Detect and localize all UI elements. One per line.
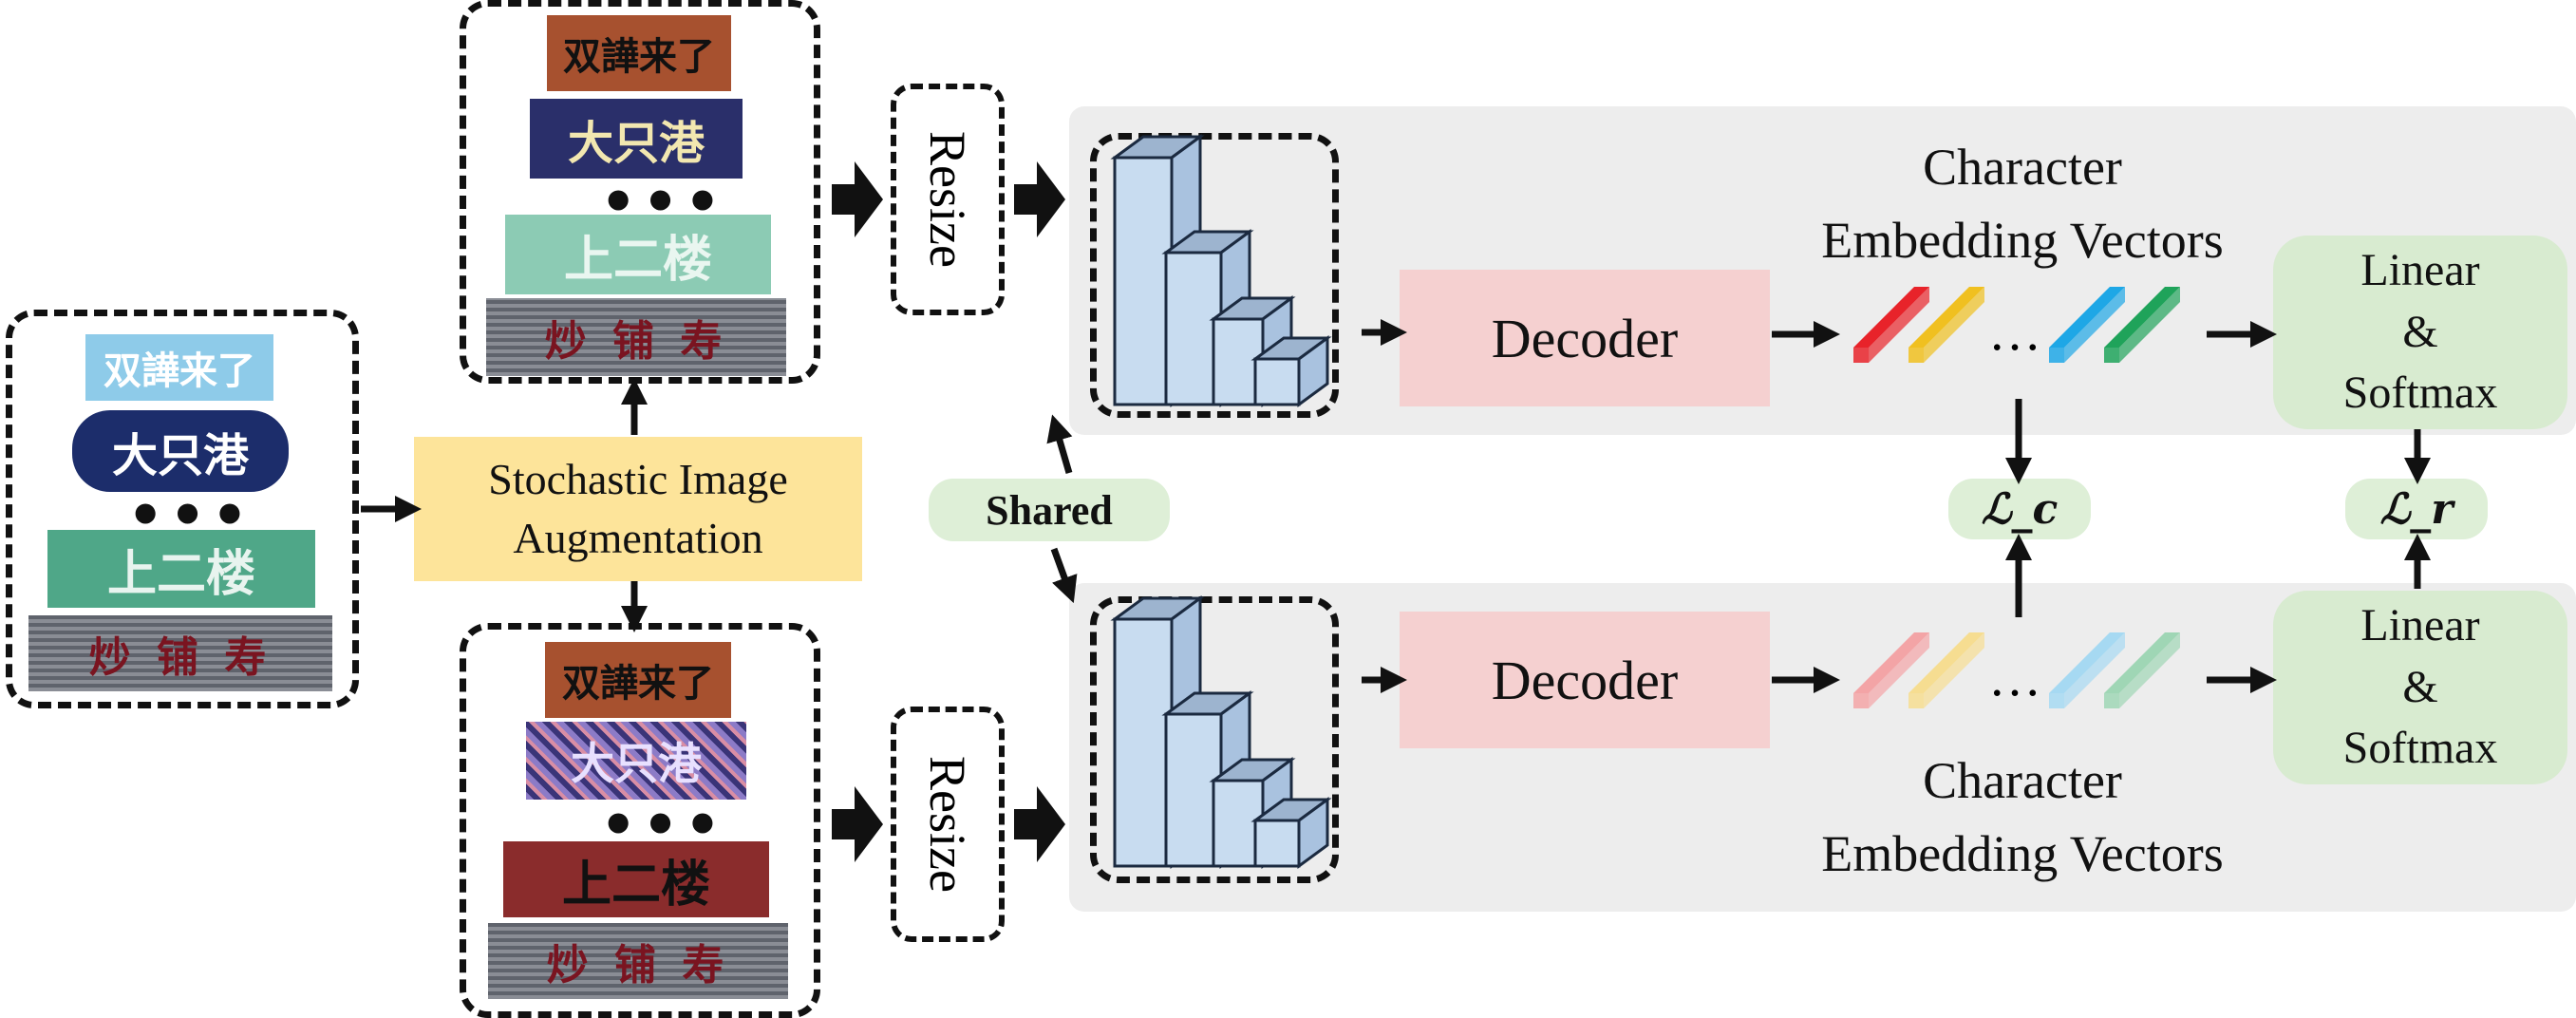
- aug-bottom-image-2: 大只港: [526, 722, 746, 800]
- shared-label: Shared: [929, 479, 1170, 541]
- recognition-loss-label: ℒ_r: [2345, 479, 2488, 539]
- encoder-block: [1250, 335, 1332, 407]
- aug-top-image-4: 炒 铺 寿: [486, 298, 786, 376]
- embedding-vector: [2104, 287, 2180, 363]
- embedding-vector: [1853, 287, 1929, 363]
- linear-softmax-head-top: Linear & Softmax: [2273, 236, 2567, 429]
- embedding-vector: [2049, 287, 2125, 363]
- linear-softmax-head-bottom: Linear & Softmax: [2273, 591, 2567, 784]
- embedding-vector: [1908, 632, 1984, 708]
- embedding-vectors-top: [1853, 287, 2180, 363]
- embedding-vector: [2104, 632, 2180, 708]
- bold-arrow-to-resize-bottom: [832, 786, 883, 862]
- embedding-caption-top: Character Embedding Vectors: [1821, 139, 2224, 269]
- aug-top-image-2: 大只港: [530, 99, 743, 179]
- encoder-bottom-frame: [1090, 596, 1339, 883]
- aug-bottom-image-4: 炒 铺 寿: [488, 923, 788, 999]
- resize-box-top: Resize: [891, 84, 1005, 315]
- resize-box-bottom: Resize: [891, 707, 1005, 942]
- decoder-top: Decoder: [1400, 270, 1770, 406]
- encoder-bottom-icon: [1110, 595, 1332, 869]
- bold-arrow-resize-to-encoder-top: [1014, 161, 1065, 237]
- sample-image-3: 上二楼: [47, 530, 315, 608]
- aug-bottom-image-1: 双譁来了: [545, 642, 731, 718]
- embedding-caption-bottom: Character Embedding Vectors: [1821, 752, 2224, 882]
- embedding-ellipsis-top: …: [1988, 303, 2041, 362]
- aug-bottom-image-3: 上二楼: [503, 841, 769, 917]
- encoder-block: [1110, 595, 1205, 869]
- bold-arrow-resize-to-encoder-bottom: [1014, 786, 1065, 862]
- encoder-top-frame: [1090, 133, 1339, 418]
- bold-arrow-to-resize-top: [832, 161, 883, 237]
- aug-top-image-1: 双譁来了: [547, 15, 731, 91]
- contrastive-loss-label: ℒ_c: [1948, 479, 2091, 539]
- decoder-bottom: Decoder: [1400, 612, 1770, 748]
- stochastic-image-augmentation-box: Stochastic Image Augmentation: [414, 437, 862, 581]
- encoder-top-icon: [1110, 134, 1332, 407]
- embedding-ellipsis-bottom: …: [1988, 649, 2041, 707]
- sample-image-2: 大只港: [72, 410, 289, 492]
- aug-top-image-3: 上二楼: [505, 215, 771, 294]
- arrow-shared-down: [1050, 547, 1078, 604]
- embedding-vector: [1853, 632, 1929, 708]
- encoder-block: [1250, 797, 1332, 869]
- arrow-shared-up: [1046, 414, 1073, 474]
- sample-image-1: 双譁来了: [85, 334, 273, 401]
- embedding-vectors-bottom: [1853, 632, 2180, 708]
- embedding-vector: [2049, 632, 2125, 708]
- input-images-group: [6, 310, 359, 708]
- embedding-vector: [1908, 287, 1984, 363]
- sample-image-4: 炒 铺 寿: [28, 615, 332, 691]
